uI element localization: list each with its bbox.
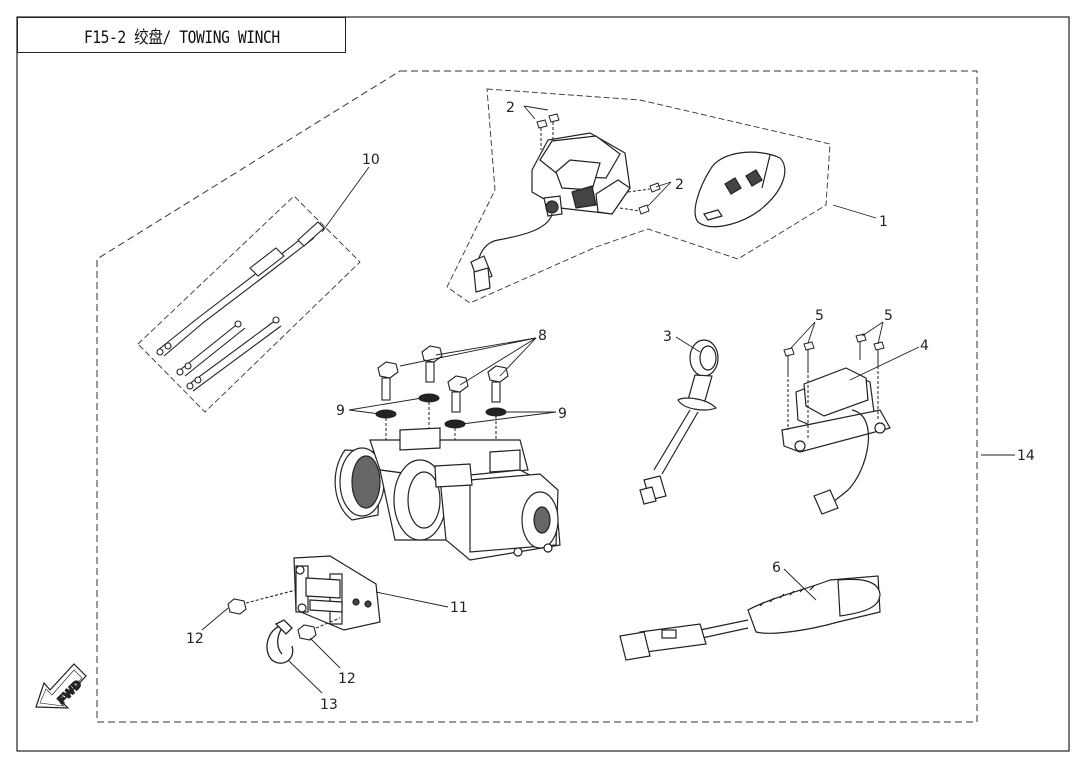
contactor-relay: [781, 367, 891, 515]
receiver-screws: [536, 113, 661, 215]
callout-5-right: 5: [884, 308, 893, 324]
callout-9-left: 9: [336, 403, 345, 419]
callout-2-top: 2: [506, 100, 515, 116]
handheld-remote: [619, 575, 881, 661]
callout-1: 1: [879, 214, 888, 230]
callout-9-right: 9: [558, 406, 567, 422]
callout-numbers: 1 2 2 3 4 5 5 6 8 9 9 10 11 12 12 13 14: [186, 100, 1035, 713]
outer-frame: [16, 16, 1070, 752]
remote-control: [694, 151, 786, 228]
tow-hook: [266, 619, 294, 664]
winch-assembly: [334, 427, 561, 561]
callout-12-left: 12: [186, 631, 204, 647]
callout-12-right: 12: [338, 671, 356, 687]
callout-2-side: 2: [675, 177, 684, 193]
callout-5-left: 5: [815, 308, 824, 324]
callout-14: 14: [1017, 448, 1035, 464]
callout-13: 13: [320, 697, 338, 713]
callout-8: 8: [538, 328, 547, 344]
callout-6: 6: [772, 560, 781, 576]
group-boundary-controller: [446, 88, 831, 304]
roller-fairlead: [293, 555, 381, 631]
page-title: F15-2 绞盘/ TOWING WINCH: [83, 27, 280, 48]
fairlead-bolts: [227, 589, 341, 641]
washers: [375, 393, 507, 460]
relay-bolts: [783, 333, 885, 440]
wireless-receiver: [470, 132, 631, 293]
group-boundary-cables: [137, 195, 361, 413]
title-box: F15-2 绞盘/ TOWING WINCH: [17, 17, 346, 53]
callout-3: 3: [663, 329, 672, 345]
callout-4: 4: [920, 338, 929, 354]
forward-arrow-icon: FWD: [35, 663, 87, 709]
winch-cables: [156, 221, 325, 392]
mounting-bolts: [377, 345, 509, 413]
rocker-switch: [639, 339, 719, 505]
callout-10: 10: [362, 152, 380, 168]
leader-lines: [201, 105, 1015, 694]
kit-boundary: [96, 70, 978, 723]
callout-11: 11: [450, 600, 468, 616]
